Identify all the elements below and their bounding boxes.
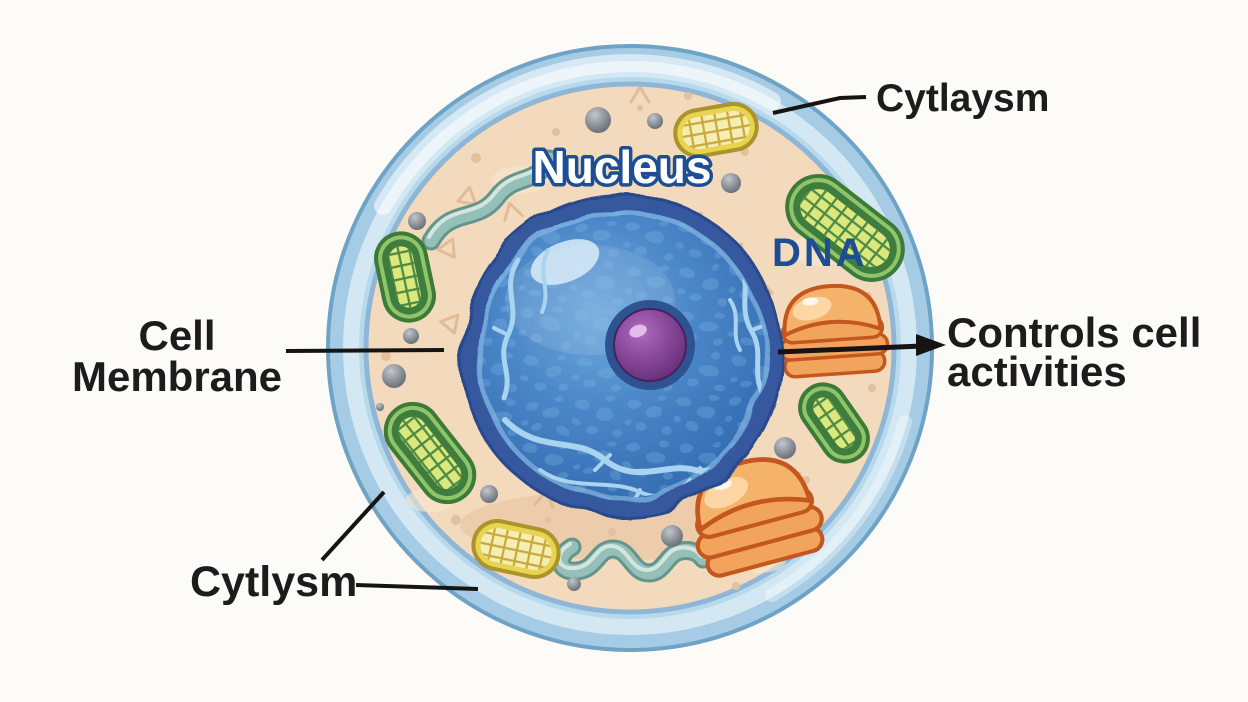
mitochondrion-yellow-top bbox=[673, 101, 759, 159]
mitochondrion-yellow-bottom bbox=[471, 519, 561, 579]
controls-label-line1: Controls cell bbox=[947, 309, 1201, 356]
controls-label-line2: activities bbox=[947, 348, 1127, 395]
cell-membrane-pointer-line bbox=[285, 348, 445, 353]
vesicles bbox=[376, 107, 796, 591]
cytoplasm-bottom-label: Cytlysm bbox=[190, 558, 357, 606]
golgi-apparatus-right bbox=[777, 283, 890, 379]
nucleus bbox=[460, 193, 784, 517]
mitochondrion-green-topright bbox=[785, 174, 905, 282]
cytoplasm-bottom-pointer-horizontal bbox=[355, 583, 479, 591]
mitochondrion-green-bottomright bbox=[798, 382, 870, 464]
nucleus-arrow-head bbox=[916, 334, 946, 356]
mitochondrion-green-left bbox=[374, 231, 436, 323]
dna-label: DNA bbox=[772, 231, 868, 275]
cytoplasm-top-pointer-line bbox=[772, 95, 867, 115]
cell bbox=[326, 44, 934, 652]
membrane-gloss-top bbox=[374, 54, 781, 215]
nucleus-label: Nucleus bbox=[533, 141, 712, 193]
cell-membrane-label-line2: Membrane bbox=[72, 353, 282, 400]
nucleus-arrow-shaft bbox=[777, 343, 923, 355]
membrane-gloss-bottom bbox=[765, 415, 912, 602]
mitochondrion-green-bottomleft bbox=[383, 401, 477, 505]
nucleolus bbox=[605, 300, 695, 390]
cytoplasm-bottom-pointer-diagonal bbox=[320, 490, 386, 562]
endoplasmic-reticulum-tubule-top bbox=[421, 149, 559, 251]
cell-membrane-label-line1: Cell bbox=[138, 312, 215, 359]
endoplasmic-reticulum-tubule-bottom bbox=[551, 537, 713, 583]
cytoplasm-top-label: Cytlaysm bbox=[876, 77, 1049, 120]
